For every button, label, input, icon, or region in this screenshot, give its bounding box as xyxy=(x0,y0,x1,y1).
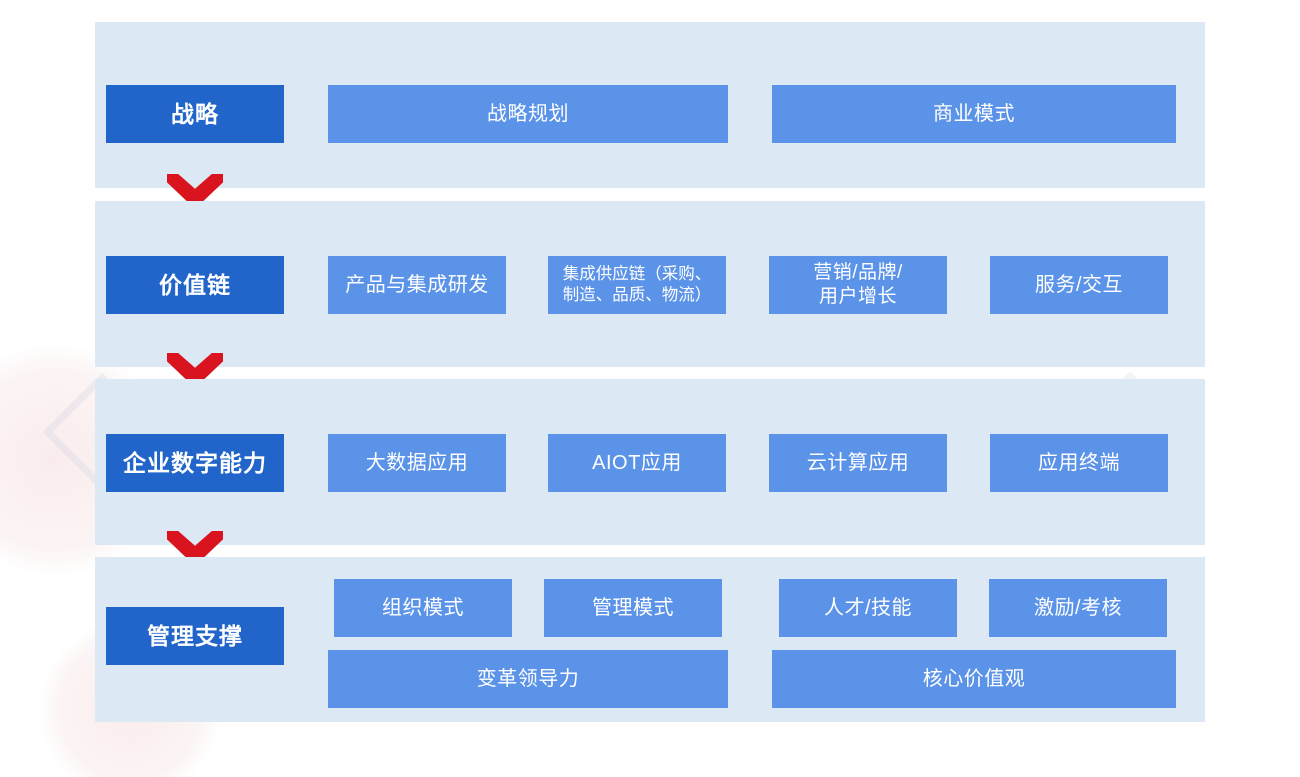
management-support-item-change-leadership[interactable]: 变革领导力 xyxy=(328,650,728,708)
management-support-item-management-model[interactable]: 管理模式 xyxy=(544,579,722,637)
value-chain-item-service-interaction[interactable]: 服务/交互 xyxy=(990,256,1168,314)
value-chain-item-integrated-supply-chain[interactable]: 集成供应链（采购、 制造、品质、物流） xyxy=(548,256,726,314)
management-support-item-core-values[interactable]: 核心价值观 xyxy=(772,650,1176,708)
row-label-management-support[interactable]: 管理支撑 xyxy=(106,607,284,665)
value-chain-item-marketing-brand-user-growth[interactable]: 营销/品牌/ 用户增长 xyxy=(769,256,947,314)
digital-capability-item-aiot[interactable]: AIOT应用 xyxy=(548,434,726,492)
row-label-value-chain[interactable]: 价值链 xyxy=(106,256,284,314)
digital-capability-item-big-data[interactable]: 大数据应用 xyxy=(328,434,506,492)
management-support-item-incentive-assessment[interactable]: 激励/考核 xyxy=(989,579,1167,637)
row-label-digital-capability[interactable]: 企业数字能力 xyxy=(106,434,284,492)
management-support-item-organization-model[interactable]: 组织模式 xyxy=(334,579,512,637)
management-support-item-talent-skills[interactable]: 人才/技能 xyxy=(779,579,957,637)
strategy-item-business-model[interactable]: 商业模式 xyxy=(772,85,1176,143)
digital-capability-item-application-terminal[interactable]: 应用终端 xyxy=(990,434,1168,492)
strategy-item-strategic-planning[interactable]: 战略规划 xyxy=(328,85,728,143)
row-label-strategy[interactable]: 战略 xyxy=(106,85,284,143)
digital-capability-item-cloud-computing[interactable]: 云计算应用 xyxy=(769,434,947,492)
value-chain-item-product-rnd[interactable]: 产品与集成研发 xyxy=(328,256,506,314)
